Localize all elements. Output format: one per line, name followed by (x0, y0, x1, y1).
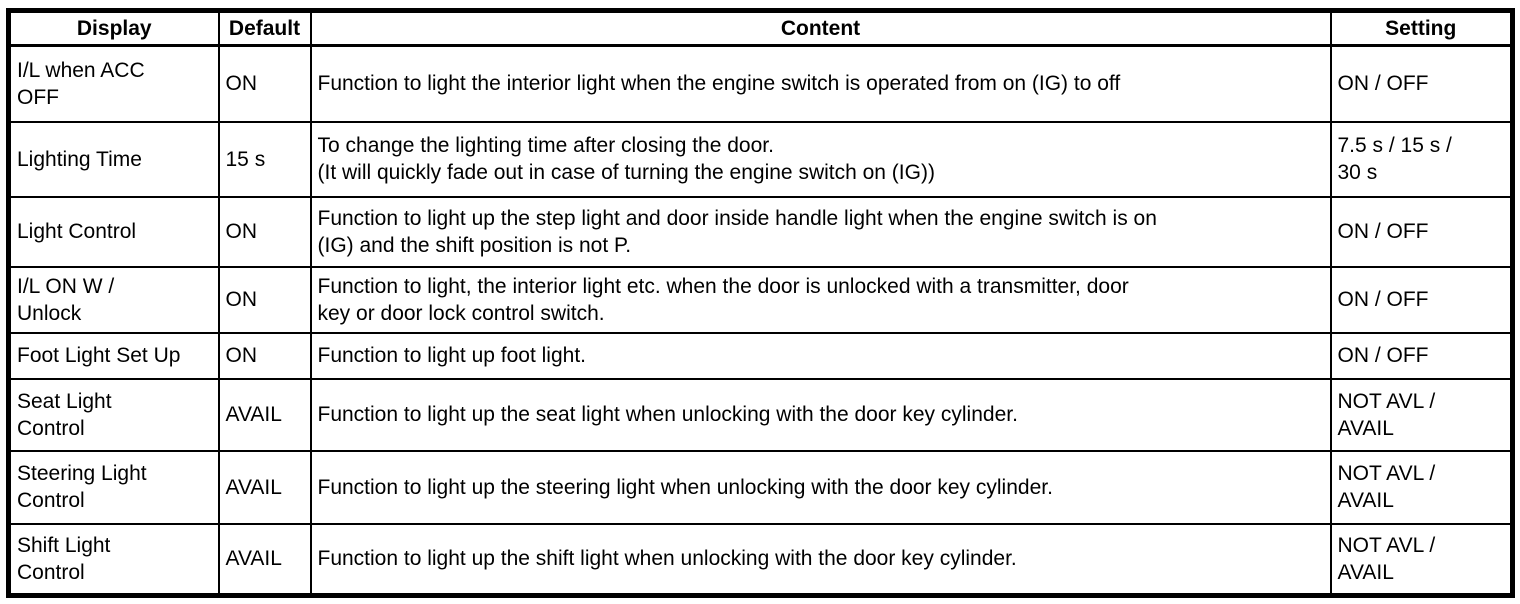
column-header-content: Content (309, 9, 1332, 47)
cell-default: ON (217, 195, 312, 268)
table-body: I/L when ACC OFF ON Function to light th… (7, 44, 1514, 597)
cell-default: AVAIL (217, 449, 312, 525)
cell-setting: NOT AVL / AVAIL (1329, 377, 1514, 452)
column-header-default: Default (217, 9, 312, 47)
table-row: I/L when ACC OFF ON Function to light th… (7, 44, 1514, 123)
cell-setting: ON / OFF (1329, 331, 1514, 380)
cell-setting: 7.5 s / 15 s / 30 s (1329, 120, 1514, 198)
column-header-display: Display (7, 9, 220, 47)
settings-table: Display Default Content Setting I/L when… (6, 8, 1515, 598)
table-header: Display Default Content Setting (7, 9, 1514, 47)
table-row: Lighting Time 15 s To change the lightin… (7, 120, 1514, 198)
cell-display: Steering Light Control (7, 449, 220, 525)
cell-content: Function to light up foot light. (309, 331, 1332, 380)
cell-default: AVAIL (217, 377, 312, 452)
cell-display: I/L ON W / Unlock (7, 265, 220, 334)
cell-display: Foot Light Set Up (7, 331, 220, 380)
table-row: I/L ON W / Unlock ON Function to light, … (7, 265, 1514, 334)
cell-display: Shift Light Control (7, 522, 220, 597)
header-row: Display Default Content Setting (7, 9, 1514, 47)
cell-default: 15 s (217, 120, 312, 198)
cell-content: Function to light up the steering light … (309, 449, 1332, 525)
cell-default: ON (217, 331, 312, 380)
cell-content: Function to light, the interior light et… (309, 265, 1332, 334)
cell-display: I/L when ACC OFF (7, 44, 220, 123)
cell-content: Function to light the interior light whe… (309, 44, 1332, 123)
cell-setting: ON / OFF (1329, 44, 1514, 123)
cell-display: Seat Light Control (7, 377, 220, 452)
cell-content: Function to light up the step light and … (309, 195, 1332, 268)
cell-display: Light Control (7, 195, 220, 268)
cell-setting: NOT AVL / AVAIL (1329, 522, 1514, 597)
cell-default: ON (217, 44, 312, 123)
cell-default: AVAIL (217, 522, 312, 597)
cell-setting: NOT AVL / AVAIL (1329, 449, 1514, 525)
cell-setting: ON / OFF (1329, 265, 1514, 334)
table-row: Shift Light Control AVAIL Function to li… (7, 522, 1514, 597)
cell-content: To change the lighting time after closin… (309, 120, 1332, 198)
table-row: Steering Light Control AVAIL Function to… (7, 449, 1514, 525)
table-row: Light Control ON Function to light up th… (7, 195, 1514, 268)
column-header-setting: Setting (1329, 9, 1514, 47)
cell-display: Lighting Time (7, 120, 220, 198)
cell-default: ON (217, 265, 312, 334)
cell-content: Function to light up the shift light whe… (309, 522, 1332, 597)
cell-setting: ON / OFF (1329, 195, 1514, 268)
cell-content: Function to light up the seat light when… (309, 377, 1332, 452)
table-row: Seat Light Control AVAIL Function to lig… (7, 377, 1514, 452)
table-row: Foot Light Set Up ON Function to light u… (7, 331, 1514, 380)
